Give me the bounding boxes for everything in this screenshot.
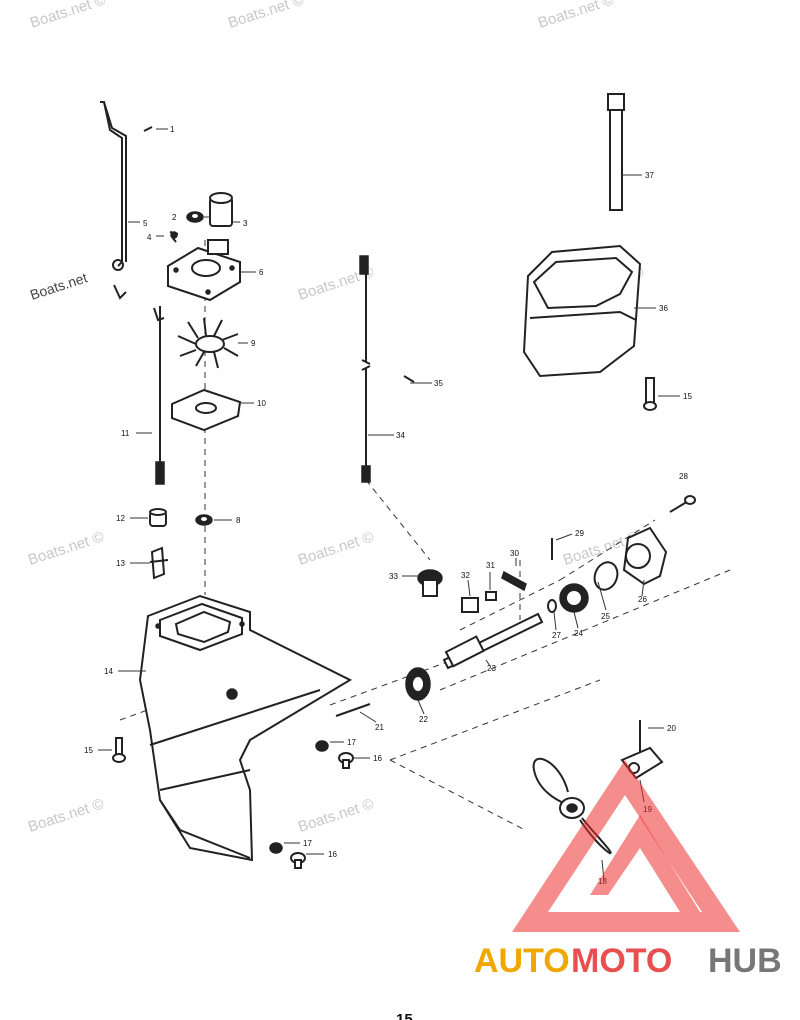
water-tube-parts	[169, 192, 233, 243]
automotohub-logo: AUTO MOTO HUB	[474, 760, 782, 980]
screws-and-plugs	[112, 737, 354, 869]
callout-21: 21	[375, 723, 384, 732]
callout-29: 29	[575, 529, 584, 538]
callout-27: 27	[552, 631, 561, 640]
watermark: Boats.net ©	[536, 0, 616, 32]
gearcase-housing	[138, 594, 353, 862]
callout-37: 37	[645, 171, 654, 180]
shift-rod-upper	[100, 101, 153, 300]
watermark: Boats.net ©	[26, 528, 106, 568]
callout-34: 34	[396, 431, 405, 440]
propeller-shaft	[442, 612, 544, 670]
shift-rod-lower	[153, 306, 165, 485]
callout-23: 23	[487, 664, 496, 673]
page-number: 15	[396, 1011, 413, 1020]
callout-12: 12	[116, 514, 125, 523]
callout-4: 4	[147, 233, 152, 242]
watermark: Boats.net ©	[296, 528, 376, 568]
callout-13: 13	[116, 559, 125, 568]
callout-9: 9	[251, 339, 256, 348]
watermark: Boats.net ©	[26, 795, 106, 835]
bearing-carrier	[622, 526, 668, 586]
impeller	[177, 317, 239, 369]
shift-coupler	[149, 546, 169, 580]
watermark: Boats.net ©	[28, 0, 108, 32]
exhaust-housing	[522, 244, 657, 411]
forward-gear	[405, 667, 431, 701]
callout-16: 16	[328, 850, 337, 859]
watermark: Boats.net	[28, 269, 89, 303]
propeller	[532, 720, 664, 855]
logo-triangle-icon	[512, 760, 740, 932]
callout-10: 10	[257, 399, 266, 408]
callout-31: 31	[486, 561, 495, 570]
watermark: Boats.net ©	[296, 795, 376, 835]
watermarks: Boats.net © Boats.net © Boats.net © Boat…	[26, 0, 646, 836]
reverse-gear	[559, 583, 589, 613]
impeller-plate	[171, 388, 242, 432]
callout-6: 6	[259, 268, 264, 277]
pinion-gear	[417, 569, 443, 597]
callout-36: 36	[659, 304, 668, 313]
callout-30: 30	[510, 549, 519, 558]
logo-text-hub: HUB	[708, 942, 782, 980]
driveshaft	[607, 93, 625, 211]
callouts: 1 2 3 4 5 6 9 10 11 12 8 13 14 15 17 16 …	[84, 125, 692, 886]
clutch-parts	[461, 538, 553, 613]
callout-33: 33	[389, 572, 398, 581]
callout-11: 11	[121, 429, 130, 438]
callout-26: 26	[638, 595, 647, 604]
o-ring	[593, 561, 619, 591]
callout-35: 35	[434, 379, 443, 388]
callout-16: 16	[373, 754, 382, 763]
callout-14: 14	[104, 667, 113, 676]
callout-24: 24	[574, 629, 583, 638]
callout-22: 22	[419, 715, 428, 724]
screw-28	[669, 495, 696, 513]
callout-15: 15	[84, 746, 93, 755]
callout-15: 15	[683, 392, 692, 401]
callout-3: 3	[243, 219, 248, 228]
callout-8: 8	[236, 516, 241, 525]
callout-17: 17	[347, 738, 356, 747]
pin-21	[335, 703, 371, 717]
logo-text-auto: AUTO	[474, 942, 570, 980]
callout-20: 20	[667, 724, 676, 733]
logo-text-moto: MOTO	[571, 942, 672, 980]
logo-inner-mark-icon	[590, 815, 700, 912]
shift-shaft	[359, 255, 415, 483]
callout-2: 2	[172, 213, 177, 222]
callout-1: 1	[170, 125, 175, 134]
bushing-and-seal	[149, 508, 213, 527]
water-pump-housing	[167, 239, 241, 302]
thrust-washer	[547, 599, 557, 613]
watermark: Boats.net ©	[226, 0, 306, 32]
callout-28: 28	[679, 472, 688, 481]
callout-5: 5	[143, 219, 148, 228]
callout-25: 25	[601, 612, 610, 621]
callout-17: 17	[303, 839, 312, 848]
callout-32: 32	[461, 571, 470, 580]
